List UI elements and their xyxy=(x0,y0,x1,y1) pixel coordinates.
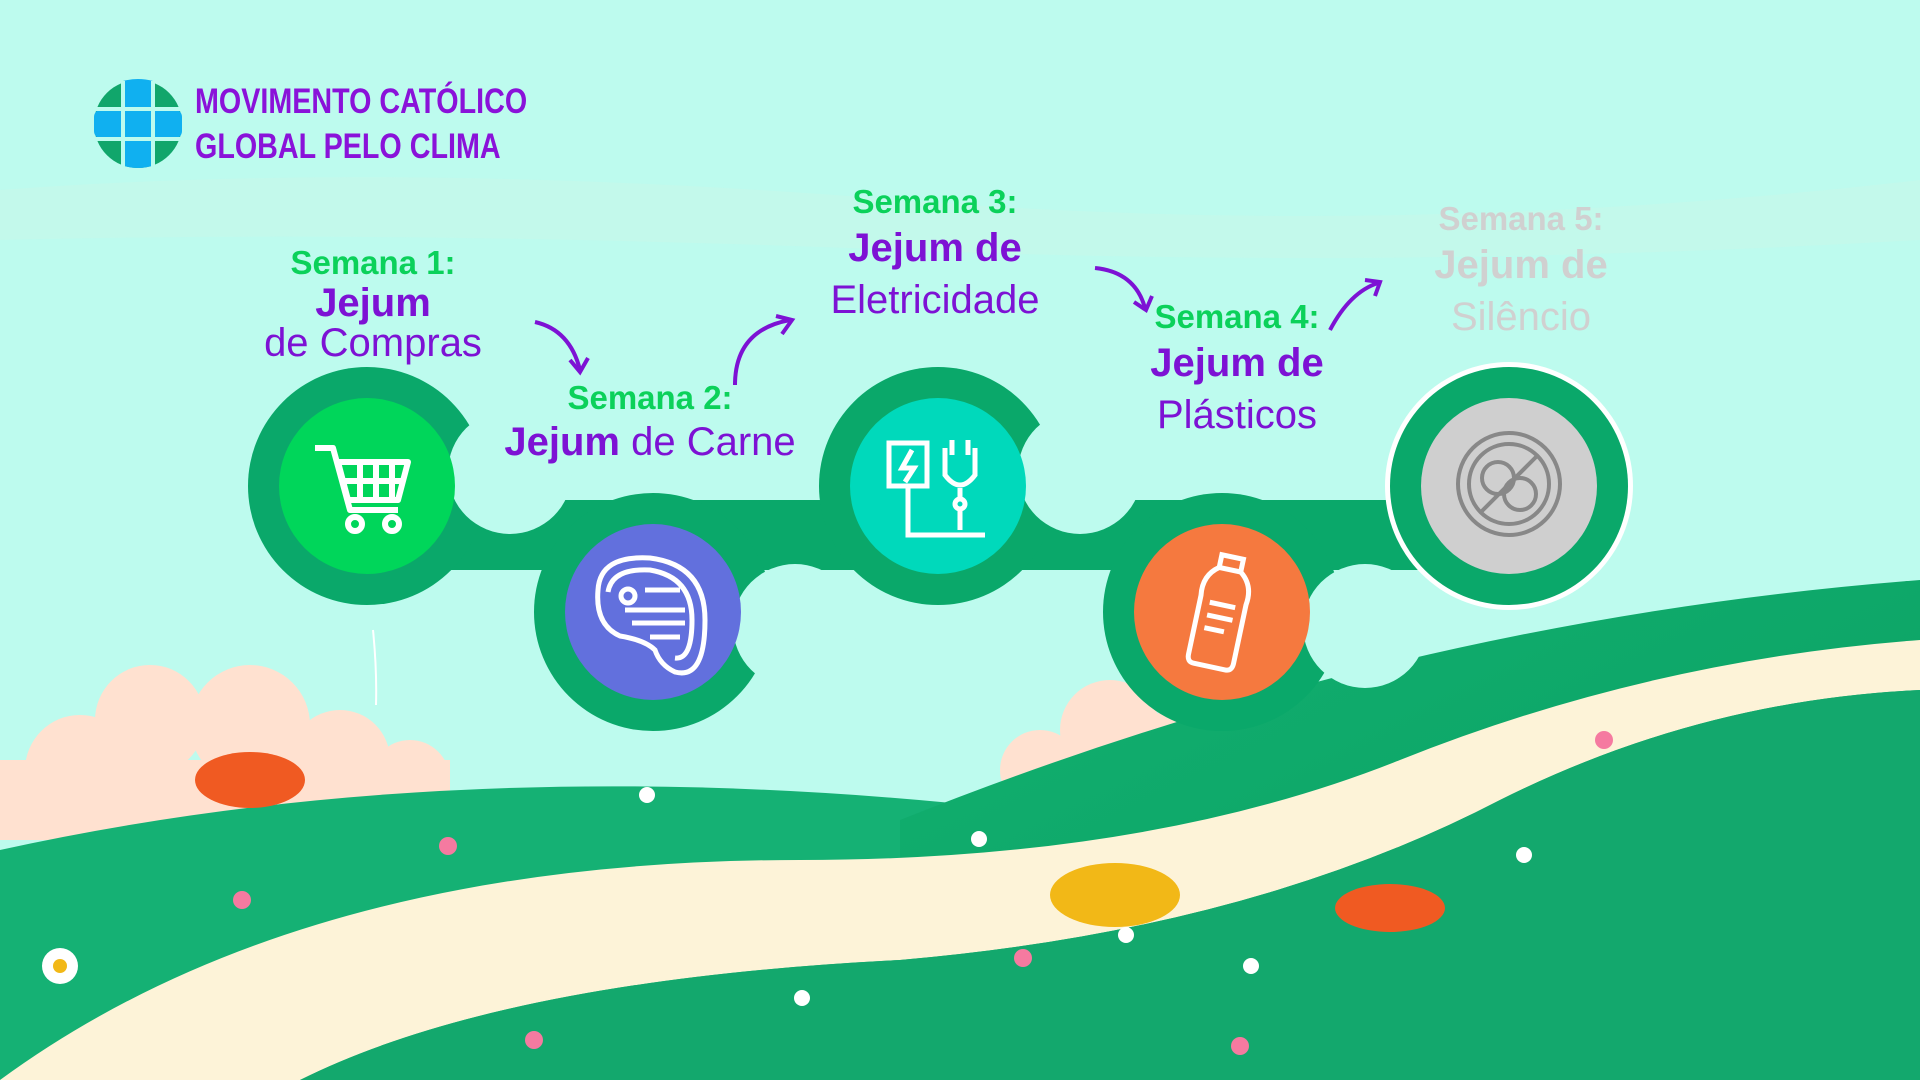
week-title: de Carne xyxy=(619,420,796,464)
week-3-circle xyxy=(850,398,1026,574)
week-title-bold: Jejum de xyxy=(1150,341,1324,385)
week-1-label: Semana 1: Jejum de Compras xyxy=(264,243,482,363)
week-title: Silêncio xyxy=(1450,295,1592,339)
steak-icon xyxy=(595,555,708,676)
week-title-bold: Jejum de xyxy=(1434,243,1608,287)
plug-icon xyxy=(886,440,985,538)
week-title: Eletricidade xyxy=(830,278,1040,322)
bottle-icon xyxy=(1185,551,1252,673)
week-number: Semana 1: xyxy=(290,244,456,281)
week-number: Semana 5: xyxy=(1438,200,1604,237)
week-title-bold: Jejum xyxy=(315,281,431,325)
week-5-circle xyxy=(1421,398,1597,574)
flower xyxy=(42,731,1613,1055)
week-title: de Compras xyxy=(264,321,482,365)
week-4-label: Semana 4: Jejum de Plásticos xyxy=(1150,297,1323,441)
week-number: Semana 4: xyxy=(1154,298,1320,335)
logo-line-2: GLOBAL PELO CLIMA xyxy=(195,127,501,166)
week-number: Semana 3: xyxy=(852,183,1018,220)
week-title-bold: Jejum xyxy=(504,420,620,464)
week-5-label: Semana 5: Jejum de Silêncio xyxy=(1434,199,1607,343)
path-road xyxy=(0,640,1920,1080)
week-2-label: Semana 2: Jejum de Carne xyxy=(504,378,795,466)
week-2-circle xyxy=(565,524,741,700)
week-title-bold: Jejum de xyxy=(848,226,1022,270)
week-4-circle xyxy=(1134,524,1310,700)
globe-icon xyxy=(94,79,182,168)
no-talking-icon xyxy=(1456,431,1562,537)
week-number: Semana 2: xyxy=(567,379,733,416)
arrow xyxy=(534,266,1383,386)
logo-line-1: MOVIMENTO CATÓLICO xyxy=(195,82,528,121)
logo: MOVIMENTO CATÓLICO GLOBAL PELO CLIMA xyxy=(93,79,600,169)
shopping-cart-icon xyxy=(315,445,411,534)
bush xyxy=(195,752,1445,932)
week-3-label: Semana 3: Jejum de Eletricidade xyxy=(830,182,1039,326)
week-title: Plásticos xyxy=(1156,393,1318,437)
week-1-circle xyxy=(279,398,455,574)
